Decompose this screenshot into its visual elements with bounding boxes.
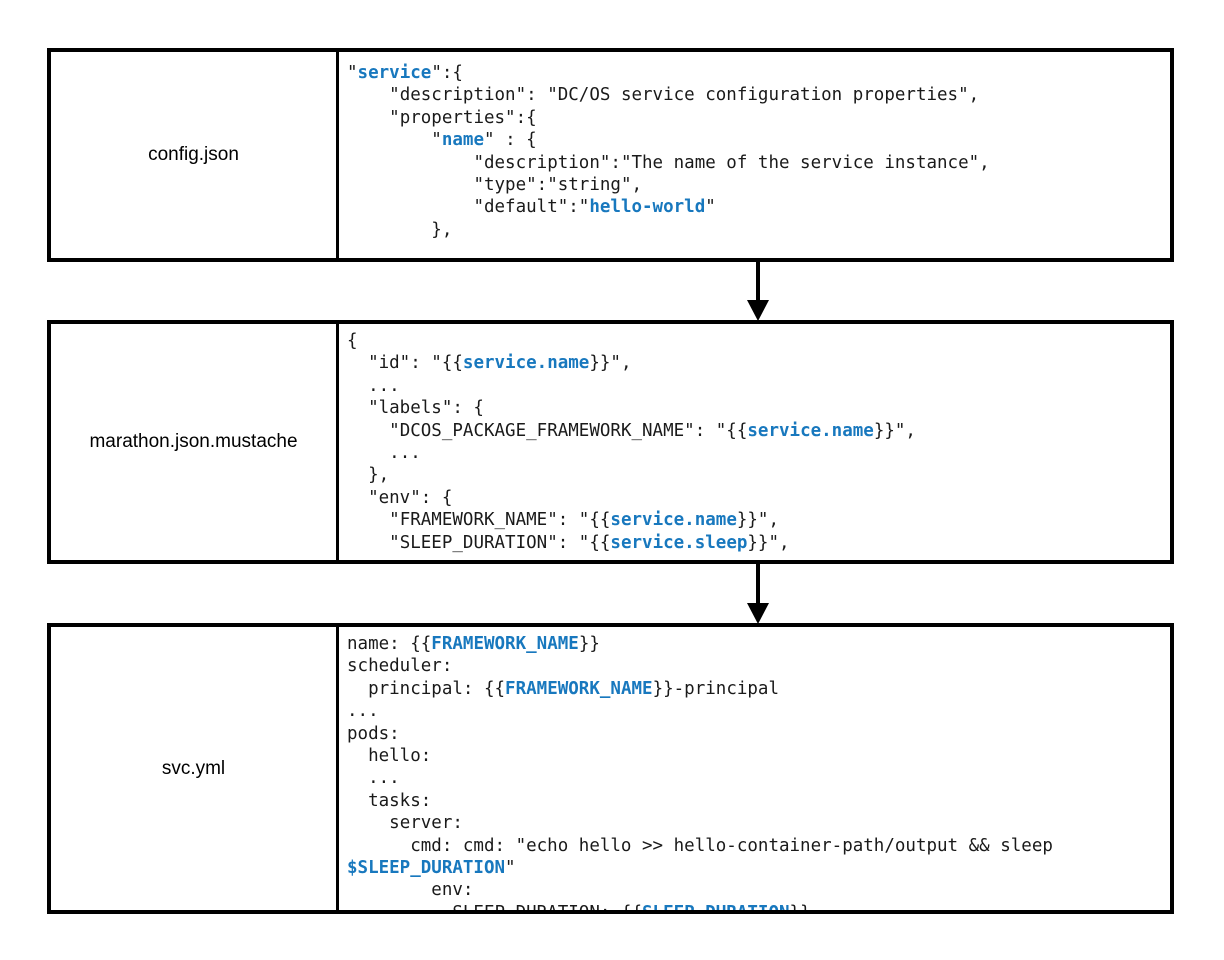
file-name-label: marathon.json.mustache <box>89 431 298 452</box>
file-box-config-json: config.json "service":{ "description": "… <box>47 48 1174 262</box>
file-box-svc-yml: svc.yml name: {{FRAMEWORK_NAME}} schedul… <box>47 623 1174 914</box>
code-block-svc-yml: name: {{FRAMEWORK_NAME}} scheduler: prin… <box>347 634 1064 910</box>
file-box-marathon-json-mustache: marathon.json.mustache { "id": "{{servic… <box>47 320 1174 564</box>
file-code-cell-marathon-json-mustache: { "id": "{{service.name}}", ... "labels"… <box>339 324 1170 560</box>
file-name-label: config.json <box>148 144 239 165</box>
file-label-cell-svc-yml: svc.yml <box>51 627 339 910</box>
code-block-marathon-json-mustache: { "id": "{{service.name}}", ... "labels"… <box>347 331 916 553</box>
file-code-cell-svc-yml: name: {{FRAMEWORK_NAME}} scheduler: prin… <box>339 627 1170 910</box>
arrow-config-to-marathon <box>738 260 778 322</box>
file-name-label: svc.yml <box>161 757 226 779</box>
code-block-config-json: "service":{ "description": "DC/OS servic… <box>347 63 990 240</box>
file-code-cell-config-json: "service":{ "description": "DC/OS servic… <box>339 52 1170 258</box>
file-label-cell-config-json: config.json <box>51 52 339 258</box>
arrow-marathon-to-svc <box>738 562 778 625</box>
file-label-cell-marathon-json-mustache: marathon.json.mustache <box>51 324 339 560</box>
